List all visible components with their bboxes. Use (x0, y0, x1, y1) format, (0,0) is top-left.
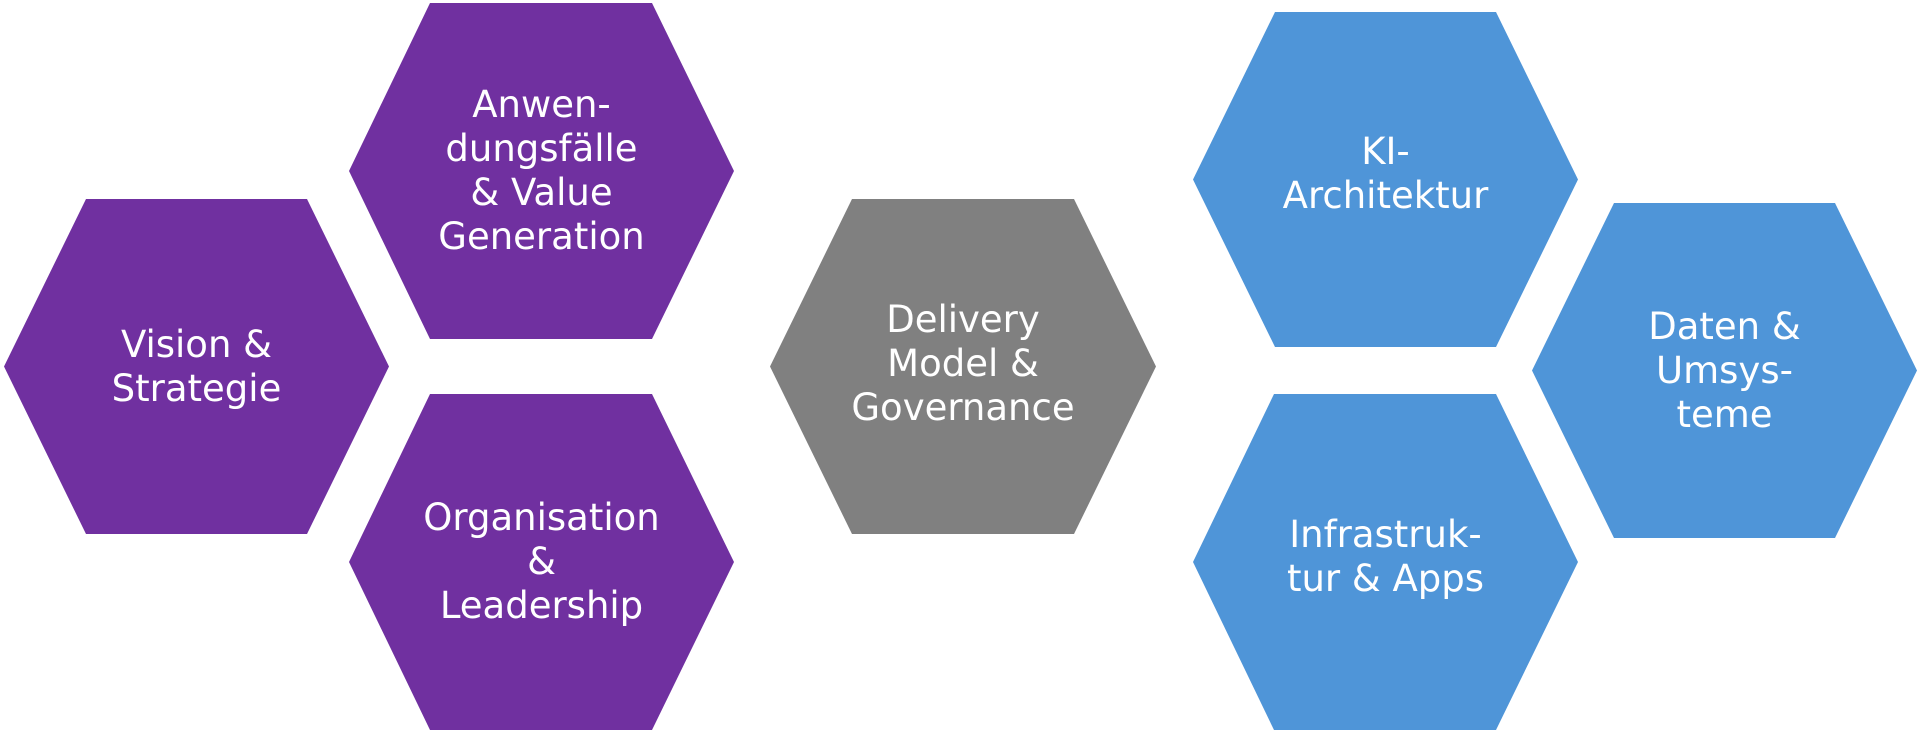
hexagon-shape (349, 394, 734, 730)
hexagon-label: Infrastruk- tur & Apps (1286, 513, 1485, 600)
hexagon-label: Vision & Strategie (111, 322, 282, 410)
hexagon-anwendungsfaelle: Anwen- dungsfälle & Value Generation (349, 3, 734, 339)
hexagon-label: Anwen- dungsfälle & Value Generation (438, 83, 645, 258)
hexagon-label: KI- Architektur (1282, 129, 1489, 217)
hexagon-label: Organisation & Leadership (423, 496, 660, 627)
hexagon-ki-architektur: KI- Architektur (1193, 12, 1578, 347)
hexagon-infrastruktur-apps: Infrastruk- tur & Apps (1193, 394, 1578, 730)
hexagon-delivery-model-governance: Delivery Model & Governance (770, 199, 1156, 534)
hexagon-shape (1532, 203, 1917, 538)
hexagon-shape (770, 199, 1156, 534)
hexagon-label: Daten & Umsys- teme (1648, 304, 1801, 436)
hexagon-shape (349, 3, 734, 339)
hexagon-shape (1193, 394, 1578, 730)
hexagon-organisation-leadership: Organisation & Leadership (349, 394, 734, 730)
hexagon-daten-umsysteme: Daten & Umsys- teme (1532, 203, 1917, 538)
hexagon-vision-strategie: Vision & Strategie (4, 199, 389, 534)
hexagon-label: Delivery Model & Governance (851, 297, 1075, 429)
hexagon-shape (4, 199, 389, 534)
hexagon-shape (1193, 12, 1578, 347)
